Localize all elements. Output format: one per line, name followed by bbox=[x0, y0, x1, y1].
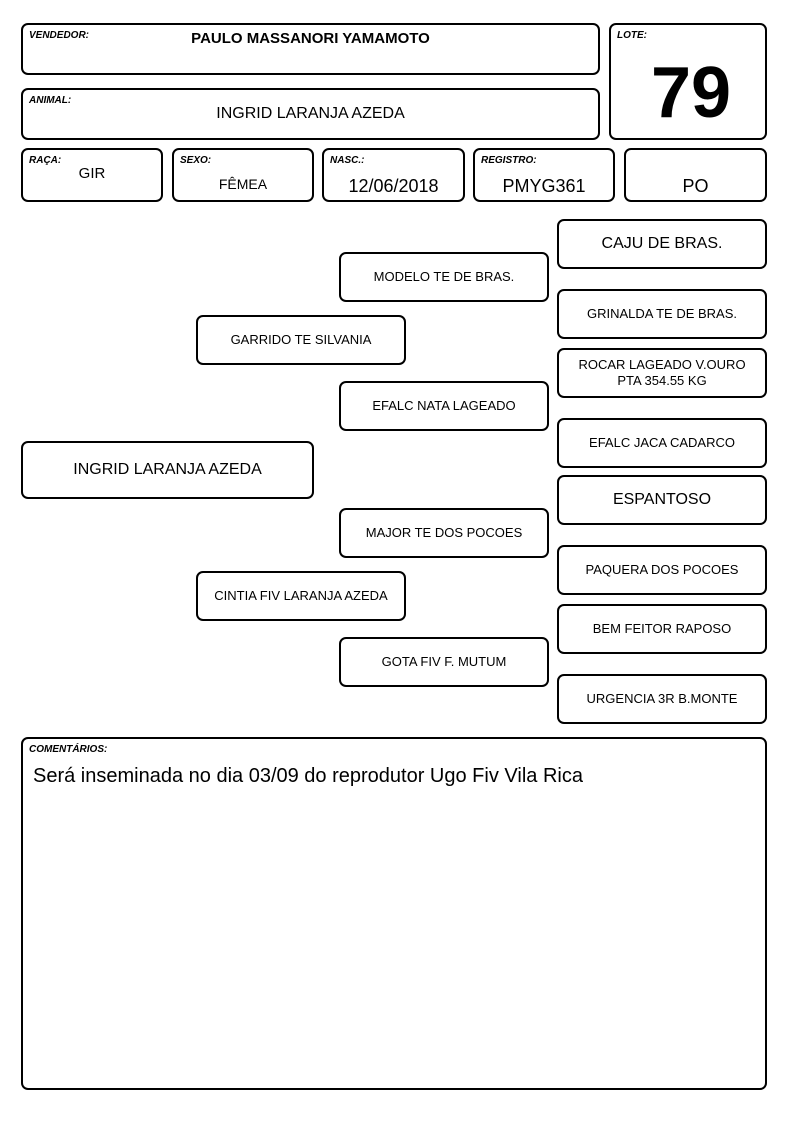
pedigree-bisavo-4: EFALC JACA CADARCO bbox=[557, 418, 767, 468]
raca-value: GIR bbox=[78, 165, 106, 182]
sexo-value: FÊMEA bbox=[218, 176, 268, 192]
comentarios-box: COMENTÁRIOS: Será inseminada no dia 03/0… bbox=[21, 737, 767, 1090]
pedigree-mae: CINTIA FIV LARANJA AZEDA bbox=[196, 571, 406, 621]
lote-box: LOTE: 79 bbox=[609, 23, 767, 140]
categoria-box: PO bbox=[624, 148, 767, 202]
pedigree-animal: INGRID LARANJA AZEDA bbox=[21, 441, 314, 499]
pedigree-bisavo-3: ROCAR LAGEADO V.OURO PTA 354.55 KG bbox=[557, 348, 767, 398]
raca-label: RAÇA: bbox=[29, 155, 62, 166]
nasc-box: NASC.: 12/06/2018 bbox=[322, 148, 465, 202]
vendedor-value: PAULO MASSANORI YAMAMOTO bbox=[191, 30, 430, 47]
pedigree-bisavo-1: CAJU DE BRAS. bbox=[557, 219, 767, 269]
pedigree-avo-paterno: MODELO TE DE BRAS. bbox=[339, 252, 549, 302]
lote-label: LOTE: bbox=[617, 30, 647, 41]
nasc-label: NASC.: bbox=[330, 155, 365, 166]
categoria-value: PO bbox=[682, 176, 709, 196]
vendedor-box: VENDEDOR: PAULO MASSANORI YAMAMOTO bbox=[21, 23, 600, 75]
pedigree-bisavo-7: BEM FEITOR RAPOSO bbox=[557, 604, 767, 654]
pedigree-bisavo-5: ESPANTOSO bbox=[557, 475, 767, 525]
raca-box: RAÇA: GIR bbox=[21, 148, 163, 202]
pedigree-bisavo-2: GRINALDA TE DE BRAS. bbox=[557, 289, 767, 339]
sexo-box: SEXO: FÊMEA bbox=[172, 148, 314, 202]
sexo-label: SEXO: bbox=[180, 155, 212, 166]
pedigree-bisavo-8: URGENCIA 3R B.MONTE bbox=[557, 674, 767, 724]
pedigree-avo-materno: MAJOR TE DOS POCOES bbox=[339, 508, 549, 558]
registro-value: PMYG361 bbox=[502, 176, 586, 196]
animal-value: INGRID LARANJA AZEDA bbox=[216, 105, 405, 122]
animal-box: ANIMAL: INGRID LARANJA AZEDA bbox=[21, 88, 600, 140]
pedigree-pai: GARRIDO TE SILVANIA bbox=[196, 315, 406, 365]
registro-box: REGISTRO: PMYG361 bbox=[473, 148, 615, 202]
pedigree-avo-paterna: EFALC NATA LAGEADO bbox=[339, 381, 549, 431]
registro-label: REGISTRO: bbox=[481, 155, 537, 166]
pedigree-bisavo-6: PAQUERA DOS POCOES bbox=[557, 545, 767, 595]
comentarios-label: COMENTÁRIOS: bbox=[29, 744, 108, 755]
nasc-value: 12/06/2018 bbox=[348, 176, 439, 196]
lote-number: 79 bbox=[650, 53, 732, 133]
pedigree-avo-materna: GOTA FIV F. MUTUM bbox=[339, 637, 549, 687]
comentarios-text: Será inseminada no dia 03/09 do reprodut… bbox=[33, 765, 583, 787]
animal-label: ANIMAL: bbox=[29, 95, 72, 106]
vendedor-label: VENDEDOR: bbox=[29, 30, 90, 41]
